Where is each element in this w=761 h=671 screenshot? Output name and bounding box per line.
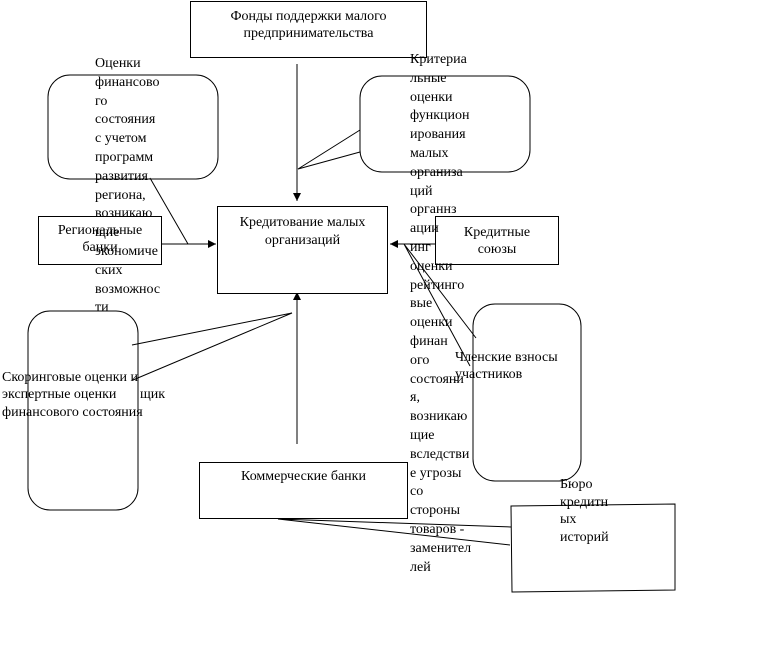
node-unions: Кредитные союзы — [435, 216, 559, 265]
node-commercial: Коммерческие банки — [199, 462, 408, 519]
note-scoring-line3: финансового состояния — [2, 405, 143, 420]
callout-scoring-bubble — [27, 310, 139, 511]
note-financial-state: Оценки финансово го состояния с учетом п… — [95, 56, 161, 316]
pointer-scoring — [131, 312, 293, 381]
pointer-bureau — [277, 518, 512, 546]
note-member-fees: Членские взносы участников — [455, 350, 558, 382]
callout-financial-state-bubble — [47, 74, 219, 180]
note-scoring-line1: Скоринговые оценки и — [2, 370, 139, 385]
callout-member-fees-bubble — [472, 303, 582, 482]
node-funds-label: Фонды поддержки малого предпринимательст… — [230, 9, 387, 41]
pointer-member-fees — [403, 243, 477, 367]
callout-bureau-bubble — [510, 503, 676, 593]
node-regional-label: Региональные банки — [57, 223, 143, 255]
note-scoring-line2-tail: щик — [140, 387, 166, 402]
callout-criteria-bubble — [359, 75, 531, 173]
node-unions-label: Кредитные союзы — [463, 225, 531, 257]
note-scoring-line2: экспертные оценки — [2, 387, 117, 402]
node-center: Кредитование малых организаций — [217, 206, 388, 294]
node-commercial-label: Коммерческие банки — [241, 469, 366, 484]
node-center-label: Кредитование малых организаций — [239, 215, 366, 248]
node-regional: Региональные банки — [38, 216, 162, 265]
node-funds: Фонды поддержки малого предпринимательст… — [190, 1, 427, 58]
pointer-financial-state — [149, 177, 189, 245]
note-bureau: Бюро кредитн ых историй — [560, 477, 609, 545]
note-criteria: Критериа льные оценки функцион ирования … — [410, 52, 472, 575]
pointer-criteria — [297, 129, 361, 170]
